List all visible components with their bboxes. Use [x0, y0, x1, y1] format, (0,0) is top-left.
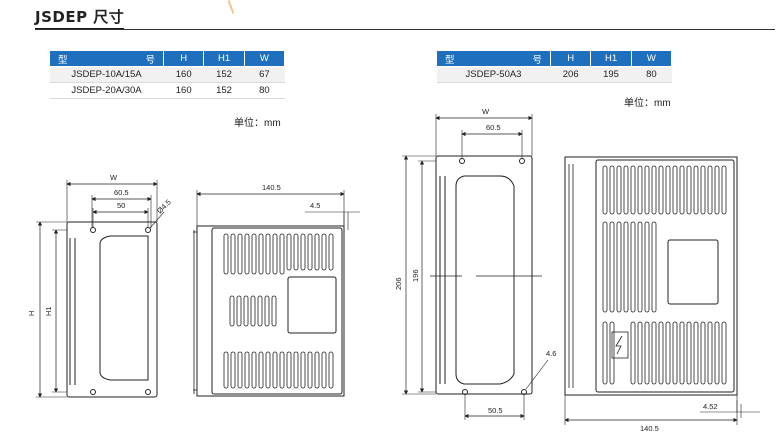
- right-front-view: [402, 114, 549, 420]
- header-h: H: [162, 50, 205, 67]
- cell-w: 80: [244, 82, 285, 99]
- unit-label-right: 单位：mm: [624, 98, 671, 109]
- dim-left-h1: H1: [44, 306, 53, 316]
- dim-right-206: 206: [394, 277, 403, 290]
- spec-table-left: 型号 H H1 W JSDEP-10A/15A 160 152 67 JSDEP…: [49, 50, 286, 99]
- dim-right-w: W: [482, 107, 490, 116]
- cell-h1: 152: [203, 82, 245, 99]
- cell-model: JSDEP-50A3: [436, 66, 551, 83]
- dim-left-60-5: 60.5: [114, 188, 129, 197]
- left-side-view: [193, 190, 360, 397]
- dim-right-depth: 140.5: [640, 424, 659, 433]
- cell-w: 80: [631, 66, 672, 83]
- dim-left-hole: Ø4.5: [155, 198, 173, 216]
- cell-model: JSDEP-20A/30A: [49, 82, 164, 99]
- dim-right-196: 196: [411, 269, 420, 282]
- dim-left-offset: 4.5: [310, 201, 320, 210]
- unit-label-left: 单位：mm: [234, 118, 281, 129]
- header-h1: H1: [203, 50, 245, 67]
- cell-h: 160: [163, 82, 204, 99]
- heading-divider: [35, 29, 775, 30]
- dim-left-w: W: [110, 173, 118, 182]
- dim-right-offset: 4.52: [703, 402, 718, 411]
- header-model: 型号: [49, 50, 164, 67]
- cell-h: 206: [550, 66, 591, 83]
- header-model: 型号: [436, 50, 551, 67]
- dim-left-50: 50: [117, 201, 125, 210]
- cell-h1: 195: [590, 66, 632, 83]
- dim-right-60-5: 60.5: [486, 123, 501, 132]
- dim-right-50-5: 50.5: [488, 406, 503, 415]
- right-side-view: [564, 156, 760, 425]
- cell-h1: 152: [203, 66, 245, 83]
- table-row: JSDEP-10A/15A 160 152 67: [49, 66, 285, 83]
- page-title-text: JSDEP 尺寸: [35, 8, 125, 26]
- header-w: W: [243, 50, 286, 67]
- header-w: W: [630, 50, 673, 67]
- table-header-row: 型号 H H1 W: [49, 50, 286, 67]
- cell-h: 160: [163, 66, 204, 83]
- left-front-view: [36, 180, 165, 398]
- spec-table-right: 型号 H H1 W JSDEP-50A3 206 195 80: [436, 50, 673, 83]
- table-row: JSDEP-20A/30A 160 152 80: [49, 82, 285, 99]
- header-h1: H1: [590, 50, 632, 67]
- dim-left-depth: 140.5: [262, 183, 281, 192]
- table-header-row: 型号 H H1 W: [436, 50, 673, 67]
- cell-w: 67: [244, 66, 285, 83]
- dim-right-hole: 4.6: [546, 349, 556, 358]
- header-h: H: [549, 50, 592, 67]
- table-row: JSDEP-50A3 206 195 80: [436, 66, 672, 83]
- dim-left-h: H: [27, 311, 36, 316]
- cell-model: JSDEP-10A/15A: [49, 66, 164, 83]
